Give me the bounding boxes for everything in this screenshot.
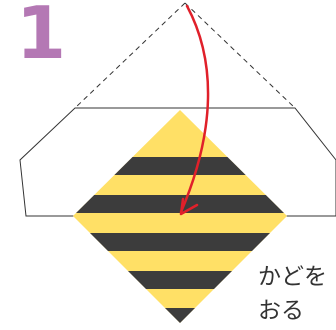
fold-down-arrow-icon <box>179 4 210 216</box>
striped-diamond <box>73 110 287 323</box>
dark-stripe <box>73 233 287 251</box>
instruction-line-2: おる <box>258 298 304 324</box>
dark-stripe <box>73 195 287 213</box>
paper-outline <box>19 107 336 217</box>
dark-stripe <box>73 157 287 175</box>
diamond-yellow-face <box>73 110 287 323</box>
step-number: 1 <box>16 0 66 75</box>
fold-line-left <box>74 2 186 109</box>
arrow-head <box>179 197 199 216</box>
fold-line-right <box>184 2 296 109</box>
instruction-line-1: かどを <box>258 264 327 290</box>
arrow-shaft <box>179 4 210 214</box>
dashed-fold-lines <box>74 2 296 109</box>
